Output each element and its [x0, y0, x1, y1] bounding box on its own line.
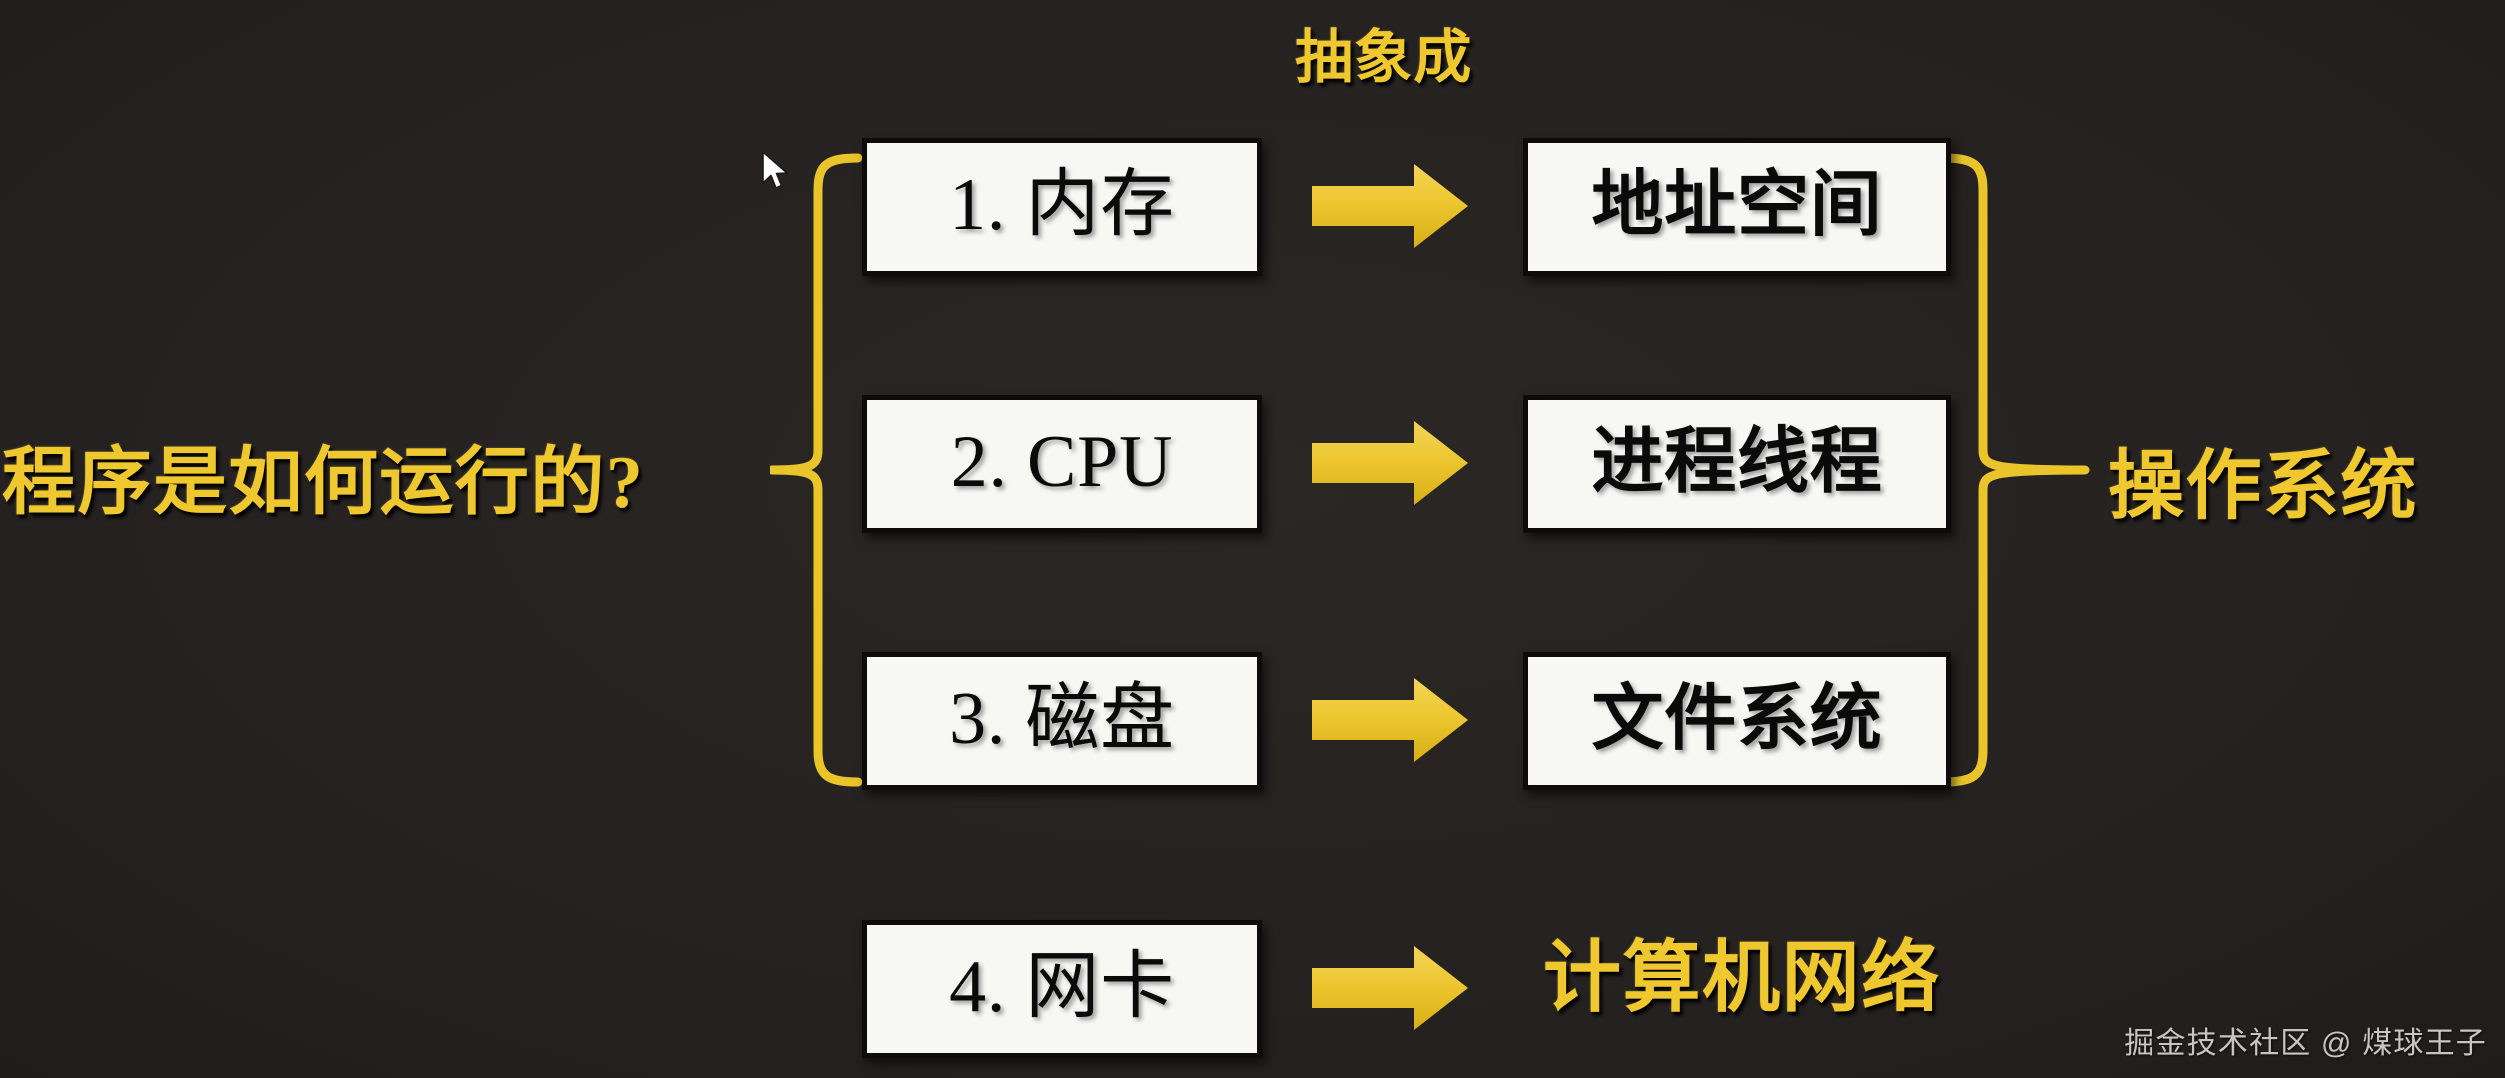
watermark-text: 掘金技术社区 @ 煤球王子 — [2124, 1027, 2487, 1060]
hardware-box-disk-label: 3. 磁盘 — [949, 678, 1175, 760]
right-brace-icon — [1935, 150, 2115, 790]
hardware-box-disk[interactable]: 3. 磁盘 — [862, 652, 1262, 790]
left-brace-shape — [767, 153, 863, 787]
hardware-box-memory[interactable]: 1. 内存 — [862, 138, 1262, 276]
hardware-box-network-card-label: 4. 网卡 — [949, 946, 1175, 1028]
right-block-arrow-icon — [1310, 160, 1470, 252]
abstraction-box-process-thread[interactable]: 进程线程 — [1523, 395, 1951, 533]
abstract-into-label: 抽象成 — [1295, 25, 1473, 90]
right-brace-shape — [1938, 153, 2090, 787]
abstraction-box-file-system[interactable]: 文件系统 — [1523, 652, 1951, 790]
program-question-label: 程序是如何运行的? — [2, 442, 645, 524]
abstraction-box-address-space[interactable]: 地址空间 — [1523, 138, 1951, 276]
right-block-arrow-icon — [1310, 942, 1470, 1034]
abstraction-box-address-space-label: 地址空间 — [1591, 165, 1883, 245]
hardware-box-network-card[interactable]: 4. 网卡 — [862, 920, 1262, 1058]
abstraction-box-process-thread-label: 进程线程 — [1591, 422, 1883, 502]
right-block-arrow-shape — [1312, 164, 1468, 248]
right-block-arrow-shape — [1312, 421, 1468, 505]
computer-network-label: 计算机网络 — [1543, 934, 1941, 1021]
right-block-arrow-shape — [1312, 678, 1468, 762]
right-block-arrow-icon — [1310, 674, 1470, 766]
hardware-box-cpu-label: 2. CPU — [950, 421, 1174, 503]
right-block-arrow-icon — [1310, 417, 1470, 509]
hardware-box-memory-label: 1. 内存 — [949, 164, 1175, 246]
left-brace-icon — [767, 150, 880, 790]
operating-system-label: 操作系统 — [2108, 445, 2419, 529]
abstraction-box-file-system-label: 文件系统 — [1591, 679, 1883, 759]
right-block-arrow-shape — [1312, 946, 1468, 1030]
hardware-box-cpu[interactable]: 2. CPU — [862, 395, 1262, 533]
